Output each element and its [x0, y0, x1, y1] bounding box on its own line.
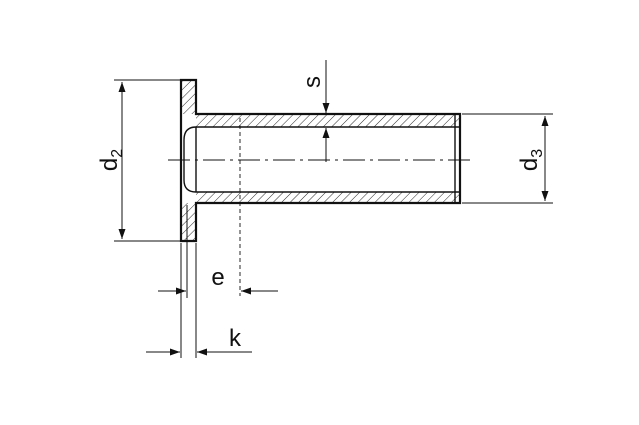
part-outline — [179, 78, 462, 243]
e-label: e — [211, 264, 224, 291]
k-label: k — [229, 325, 242, 352]
hatched-walls — [181, 80, 460, 241]
d2-dimension — [114, 79, 181, 242]
d3-label: d3 — [516, 149, 546, 171]
d3-dimension — [462, 113, 553, 204]
s-label: s — [299, 76, 326, 88]
d2-label: d2 — [96, 149, 126, 171]
bore-outline — [183, 114, 460, 203]
k-dimension — [146, 243, 252, 358]
